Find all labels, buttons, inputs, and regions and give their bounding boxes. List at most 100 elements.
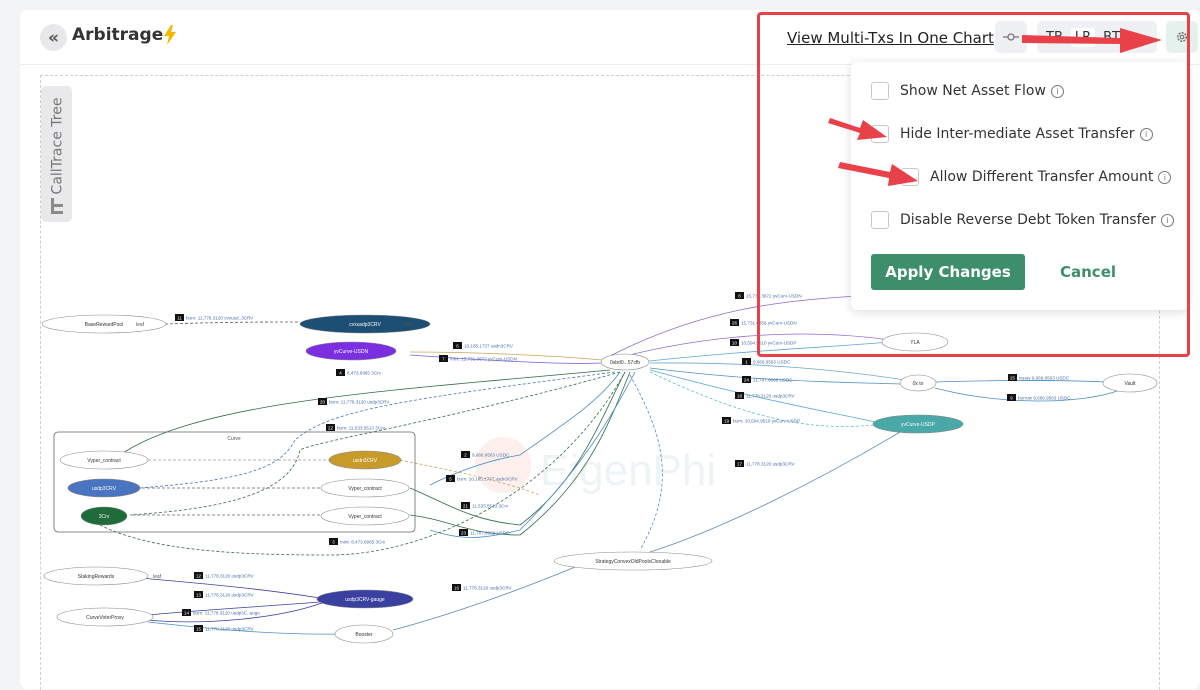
svg-text:18: 18: [737, 393, 742, 398]
apply-changes-button[interactable]: Apply Changes: [871, 254, 1025, 290]
cancel-button[interactable]: Cancel: [1060, 263, 1117, 281]
node-label: yvCurve-USDN: [334, 349, 369, 355]
info-icon[interactable]: i: [1160, 213, 1174, 227]
layout-tb-option[interactable]: TB: [1046, 29, 1063, 45]
svg-text:17: 17: [737, 461, 742, 466]
commit-toggle-button[interactable]: [995, 21, 1027, 53]
svg-text:10: 10: [732, 340, 737, 345]
layout-lr-option[interactable]: LR: [1070, 27, 1096, 47]
edge-label: 21 11,533.5513 3Crv: [461, 502, 509, 509]
edge-path: [119, 369, 611, 456]
view-multi-txs-link[interactable]: View Multi-Txs In One Chart: [787, 29, 994, 47]
info-icon[interactable]: i: [1139, 127, 1153, 141]
option-disable-reverse-debt[interactable]: Disable Reverse Debt Token Transfer i: [871, 211, 1174, 229]
graph-node[interactable]: StrategyConvexOldPoolsClonable: [553, 551, 713, 571]
edge-path: [409, 351, 603, 361]
svg-text:11,778.3120 usdp3CRV: 11,778.3120 usdp3CRV: [746, 393, 796, 398]
graph-node[interactable]: CurveVoterProxy: [56, 607, 154, 627]
show-net-asset-flow-checkbox[interactable]: [871, 82, 889, 100]
node-label: usdn3CRV: [353, 458, 378, 464]
node-label: Vault: [1124, 381, 1136, 387]
graph-node[interactable]: 3Crv: [80, 506, 128, 526]
edge-label: 10 10,594.9510 yvCurv-USDP: [730, 339, 796, 346]
tree-icon: [51, 198, 63, 214]
graph-node[interactable]: Vault: [1102, 373, 1158, 393]
edge-path: [399, 459, 541, 496]
edge-path: [639, 341, 891, 363]
graph-node[interactable]: usdp3CRV-gauge: [316, 589, 414, 609]
layout-bt-option[interactable]: BT: [1103, 29, 1120, 45]
graph-node[interactable]: Vyper_contract: [59, 450, 149, 470]
graph-node[interactable]: yvCurve-USDP: [872, 414, 964, 434]
graph-node[interactable]: usdn3CRV: [328, 450, 402, 470]
svg-text:6: 6: [456, 343, 459, 348]
back-button[interactable]: «: [40, 24, 67, 51]
edge-path: [649, 371, 876, 427]
graph-node[interactable]: StakingRewards: [43, 566, 149, 586]
edge-path: [934, 387, 1121, 402]
svg-text:9,666.9563 USDC: 9,666.9563 USDC: [472, 452, 510, 457]
graph-node[interactable]: yvCurve-USDN: [305, 341, 397, 361]
svg-text:burn: 10,185.1737 usdn3CRV: burn: 10,185.1737 usdn3CRV: [457, 476, 519, 481]
edge-path: [139, 371, 616, 489]
graph-node[interactable]: 0xbd0...57cfb: [600, 353, 650, 371]
option-hide-intermediate-transfer[interactable]: Hide Inter-mediate Asset Transfer i: [871, 125, 1153, 143]
graph-node[interactable]: Vyper_contract: [320, 506, 410, 526]
edge-path: [649, 362, 906, 381]
svg-text:borrow 9,666.9563 USDC: borrow 9,666.9563 USDC: [1018, 395, 1071, 400]
settings-button[interactable]: [1166, 21, 1198, 53]
layout-direction-segmented[interactable]: TB LR BT: [1037, 21, 1157, 53]
double-chevron-left-icon: «: [48, 27, 59, 48]
edge-path: [649, 431, 901, 553]
edge-path: [609, 333, 891, 361]
option-show-net-asset-flow[interactable]: Show Net Asset Flow i: [871, 82, 1064, 100]
graph-node[interactable]: usdp3CRV: [67, 478, 141, 498]
svg-text:8: 8: [738, 293, 741, 298]
edge-path: [147, 601, 321, 616]
svg-text:11,533.5513 3Crv: 11,533.5513 3Crv: [472, 503, 509, 508]
svg-text:11,778.3120 usdp3CRV: 11,778.3120 usdp3CRV: [205, 592, 255, 597]
svg-text:4: 4: [339, 370, 342, 375]
info-icon[interactable]: i: [1050, 84, 1064, 98]
edge-label: 9 borrow 9,666.9563 USDC: [1007, 394, 1071, 401]
graph-canvas[interactable]: [40, 75, 1160, 690]
svg-text:24: 24: [744, 377, 749, 382]
option-allow-different-amount[interactable]: Allow Different Transfer Amount i: [901, 168, 1172, 186]
svg-text:11,787.9968 USDC: 11,787.9968 USDC: [470, 530, 510, 535]
disable-reverse-debt-checkbox[interactable]: [871, 211, 889, 229]
graph-node[interactable]: Booster: [334, 624, 394, 644]
svg-text:15: 15: [196, 626, 201, 631]
svg-text:11,778.3120 usdp3CRV: 11,778.3120 usdp3CRV: [746, 461, 796, 466]
svg-text:10,594.9510 yvCurv-USDP: 10,594.9510 yvCurv-USDP: [741, 340, 796, 345]
graph-node[interactable]: YLA: [881, 332, 949, 352]
svg-text:21: 21: [463, 503, 468, 508]
svg-text:burn: 11,778.3120 usdp3C..aug: burn: 11,778.3120 usdp3C..auge: [193, 610, 260, 615]
graph-node[interactable]: cvxusdp3CRV: [299, 314, 431, 334]
svg-text:12: 12: [196, 573, 201, 578]
allow-different-amount-checkbox[interactable]: [901, 168, 919, 186]
calltrace-tree-tab[interactable]: CallTrace Tree: [41, 86, 72, 222]
hide-intermediate-checkbox[interactable]: [871, 125, 889, 143]
option-label: Allow Different Transfer Amount: [930, 169, 1154, 185]
svg-text:9: 9: [1010, 395, 1013, 400]
edge-path: [629, 374, 663, 551]
edge-path: [129, 371, 621, 516]
edge-label: 18 11,778.3120 usdp3CRV: [735, 392, 796, 399]
svg-text:25: 25: [1010, 375, 1015, 380]
svg-text:burn: 10,594.9510 yvCurv-USDP: burn: 10,594.9510 yvCurv-USDP: [733, 418, 800, 423]
graph-node[interactable]: BaseRewardPool: [41, 314, 167, 334]
graph-node[interactable]: Vyper_contract: [320, 478, 410, 498]
info-icon[interactable]: i: [1158, 170, 1172, 184]
graph-node[interactable]: 0x to: [899, 374, 937, 392]
